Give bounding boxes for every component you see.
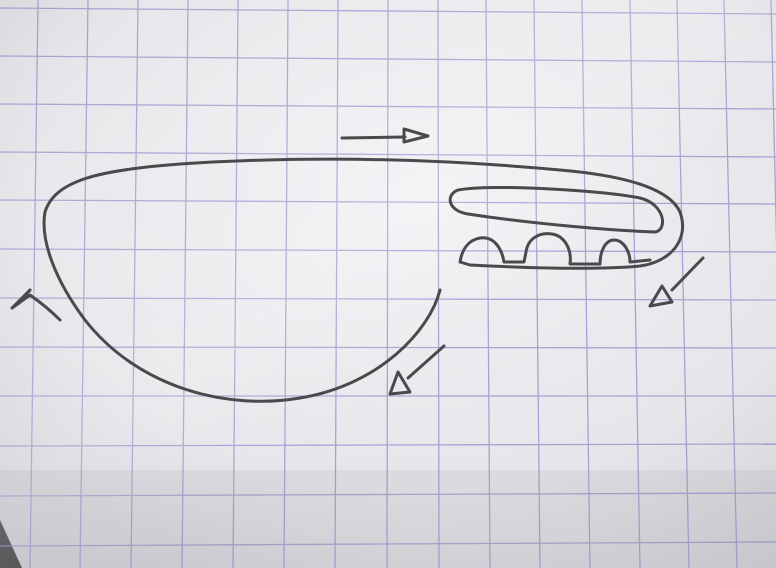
top-arrow-shaft bbox=[342, 137, 405, 138]
